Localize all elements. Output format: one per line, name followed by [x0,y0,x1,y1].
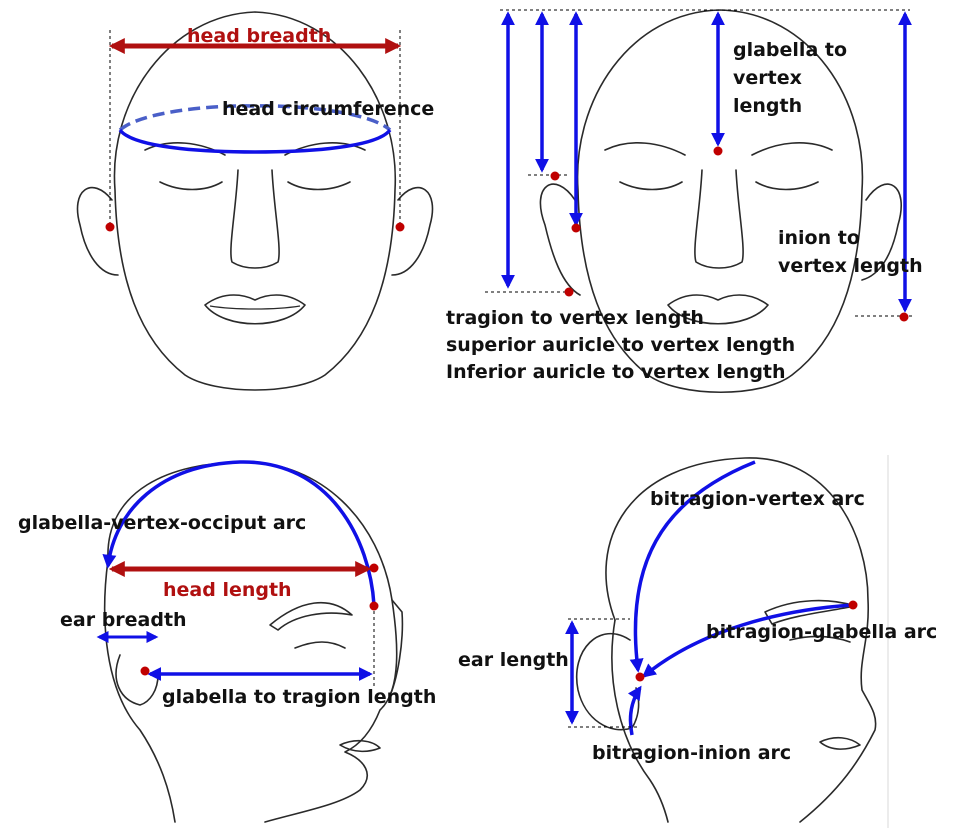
tragion-side-point [141,667,150,676]
tragion-point-left [106,223,115,232]
vertex-top-point [370,564,379,573]
bitragion-inion-arc-label: bitragion-inion arc [592,742,791,764]
glabella-to-vertex-label: glabella to vertex length [733,39,854,117]
panel-side-bitragion-arcs: bitragion-vertex arc bitragion-glabella … [458,455,937,828]
bitragion-vertex-arc-label: bitragion-vertex arc [650,488,865,510]
glabella-side-point [370,602,379,611]
panel-front-breadth: head breadth head circumference [78,12,435,390]
panel-front-vertex-lengths: glabella to vertex length inion to verte… [446,10,923,392]
inferior-auricle-point [572,224,581,233]
head-circumference-front [120,130,390,152]
head-length-label: head length [163,579,292,601]
tragion-point-side [636,673,645,682]
ear-length-label: ear length [458,649,569,671]
inion-point [900,313,909,322]
front-face-outline-1 [78,12,433,390]
head-breadth-label: head breadth [187,25,331,47]
tragion-point-right [396,223,405,232]
glabella-point [714,147,723,156]
panel-side-head-length: glabella-vertex-occiput arc head length … [18,462,436,822]
head-circumference-label: head circumference [222,98,434,120]
inion-to-vertex-label: inion to vertex length [778,227,923,277]
superior-auricle-point [551,172,560,181]
glabella-point-side [849,601,858,610]
tragion-point [565,288,574,297]
glabella-to-tragion-label: glabella to tragion length [162,686,436,708]
glabella-vertex-occiput-arc-label: glabella-vertex-occiput arc [18,512,306,534]
ear-breadth-label: ear breadth [60,609,187,631]
bitragion-glabella-arc-label: bitragion-glabella arc [706,621,937,643]
